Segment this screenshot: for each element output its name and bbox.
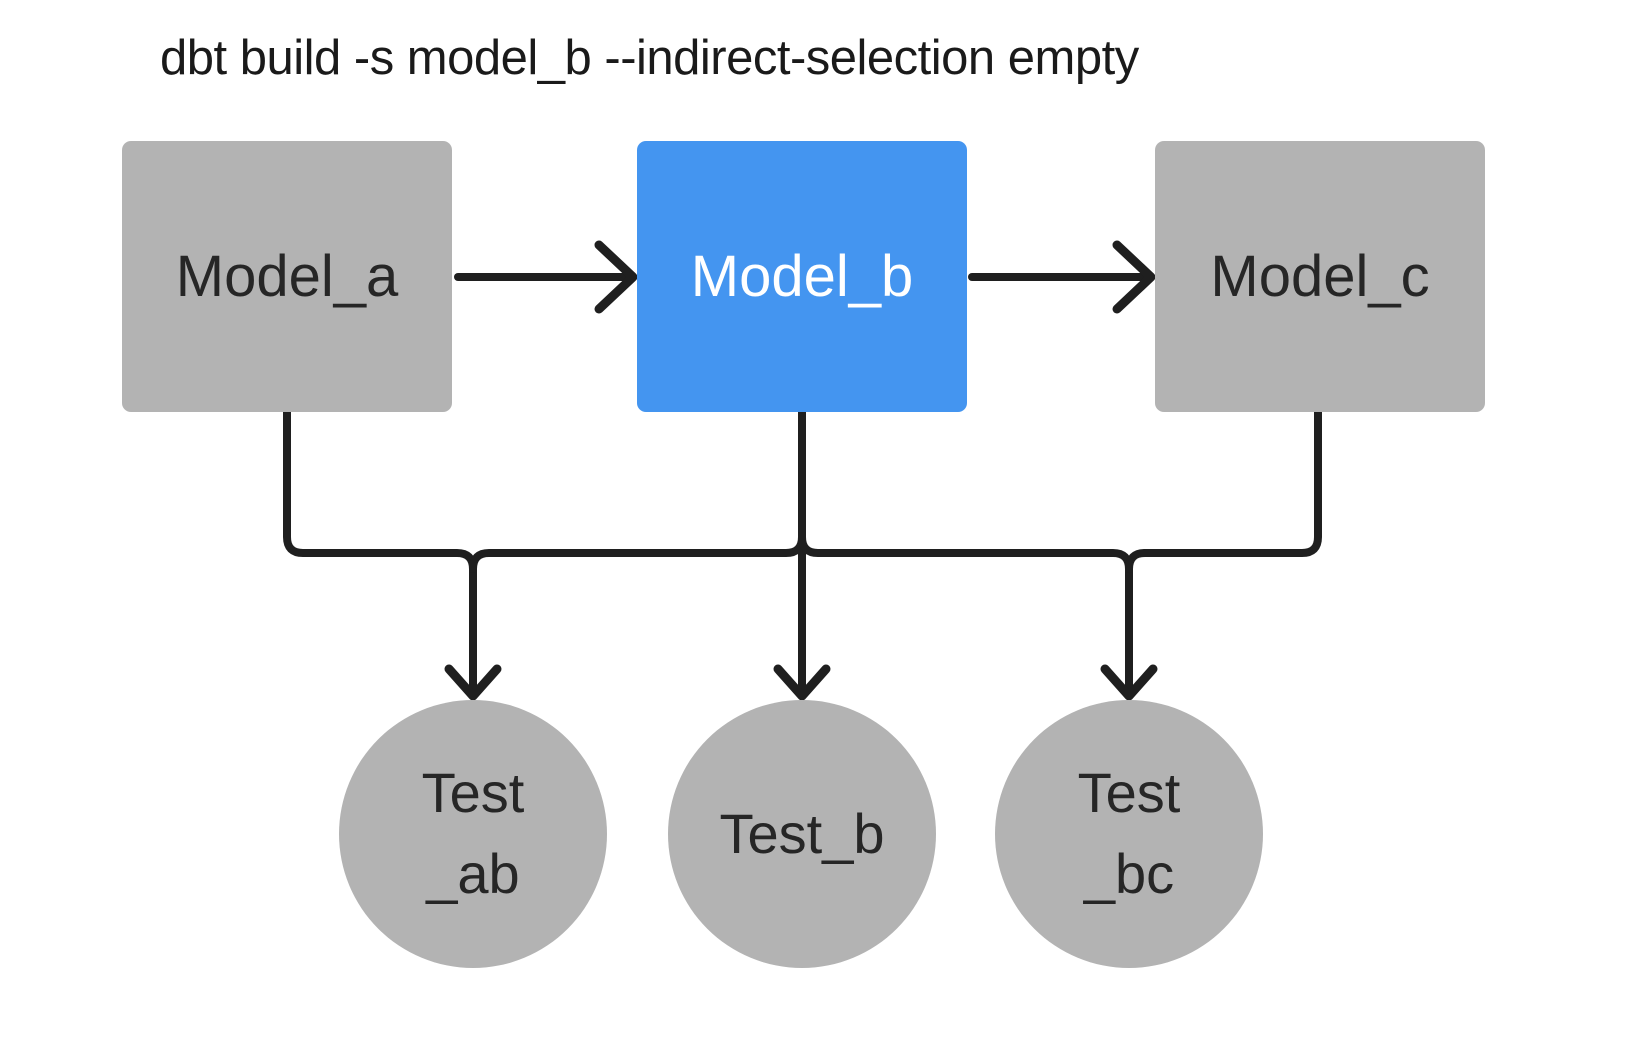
node-model-b-label: Model_b [690,243,914,309]
node-test-b-label: Test_b [719,801,885,865]
edge-model-b-to-test-ab [469,408,806,573]
edge-model-a-to-model-b [454,240,638,314]
node-model-c: Model_c [1155,141,1485,412]
edge-model-c-to-test-bc [1125,408,1322,573]
node-model-b: Model_b [637,141,967,412]
node-test-ab-label: Test _ab [421,761,525,905]
node-test-bc-label: Test _bc [1077,761,1181,905]
node-model-c-label: Model_c [1210,243,1430,309]
node-test-ab: Test _ab [339,700,607,968]
diagram-title: dbt build -s model_b --indirect-selectio… [160,31,1139,85]
arrowhead-down-icon [773,664,831,701]
node-test-bc: Test _bc [995,700,1263,968]
arrowhead-down-icon [1100,664,1158,701]
node-model-a-label: Model_a [175,243,399,309]
arrowhead-right-icon [594,240,638,314]
edge-model-b-to-model-c [968,240,1156,314]
arrowhead-down-icon [444,664,502,701]
node-test-b: Test_b [668,700,936,968]
edge-model-a-to-test-ab [283,408,477,692]
node-model-a: Model_a [122,141,452,412]
arrowhead-right-icon [1112,240,1156,314]
edge-model-b-to-test-bc [798,408,1133,692]
